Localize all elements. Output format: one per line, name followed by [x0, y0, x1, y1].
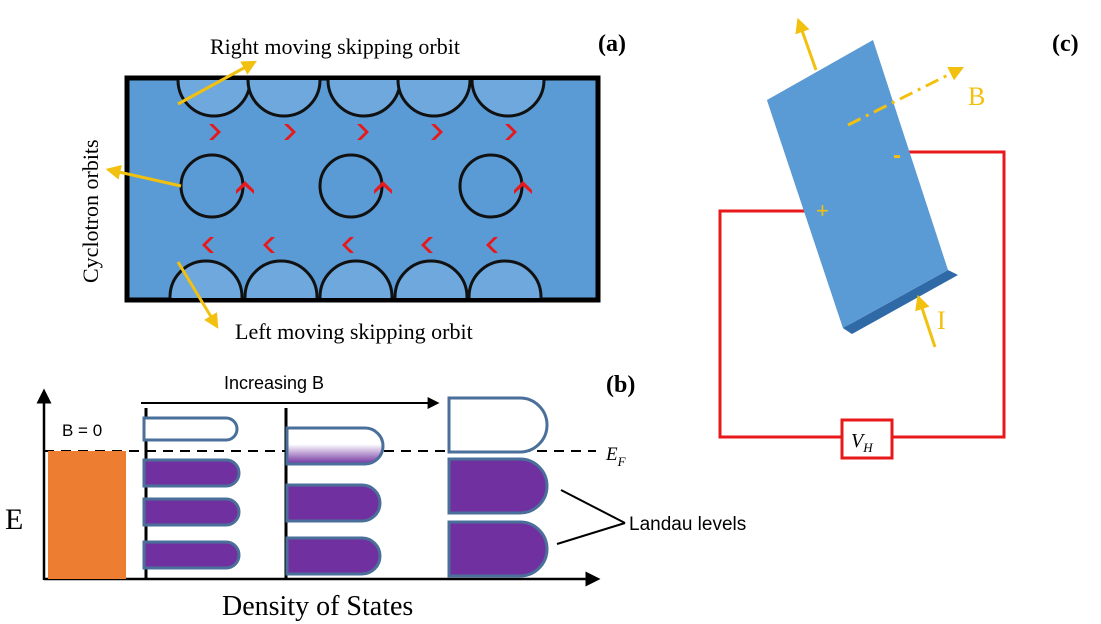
landau-levels-strong-field [447, 396, 549, 578]
hall-voltage-label: VH [851, 430, 873, 455]
increasing-b-label: Increasing B [224, 373, 324, 393]
b-zero-label: B = 0 [62, 421, 102, 440]
cyclotron-pointer-arrow [105, 164, 182, 188]
hall-voltmeter-box [840, 418, 894, 460]
left-orbit-label: Left moving skipping orbit [235, 319, 473, 344]
current-arrow [915, 294, 937, 348]
minus-label: - [893, 142, 901, 169]
panel-c-label: (c) [1052, 31, 1079, 57]
chevrons-left [202, 237, 498, 253]
right-orbit-label: Right moving skipping orbit [210, 34, 460, 59]
landau-levels-weak-field [142, 416, 241, 570]
landau-levels-label: Landau levels [629, 514, 746, 535]
chevrons-up [236, 181, 532, 194]
b-field-label: B [968, 82, 985, 111]
panel-b-label: (b) [606, 372, 635, 398]
current-label: I [937, 306, 946, 335]
skipping-orbits-top [176, 80, 546, 118]
plus-label: + [816, 198, 829, 223]
normal-arrow [795, 17, 818, 71]
chevrons-right [209, 124, 517, 140]
energy-axis-label: E [5, 503, 23, 536]
cyclotron-label: Cyclotron orbits [78, 139, 103, 283]
panel-a-label: (a) [598, 31, 626, 57]
landau-pointer-lower [556, 522, 626, 545]
hall-circuit-wire [718, 150, 1006, 439]
landau-levels-medium-field [285, 426, 385, 576]
hall-plate-face [767, 40, 948, 328]
left-orbit-pointer-arrow [176, 261, 219, 329]
hall-plate-bottom [843, 270, 958, 334]
skipping-orbits-bottom [168, 259, 543, 298]
panel-b: B = 0 Increasing B E Density of States L… [5, 372, 746, 622]
free-electron-dos-block [48, 451, 126, 579]
panel-c: VH B I + - (c) [718, 17, 1079, 460]
fermi-energy-label: EF [605, 444, 627, 469]
b-field-arrow [847, 66, 965, 127]
landau-pointer-upper [560, 489, 626, 524]
panel-a: Right moving skipping orbit Left moving … [78, 31, 626, 344]
right-orbit-pointer-arrow [177, 60, 257, 106]
dos-axis-label: Density of States [222, 591, 413, 622]
